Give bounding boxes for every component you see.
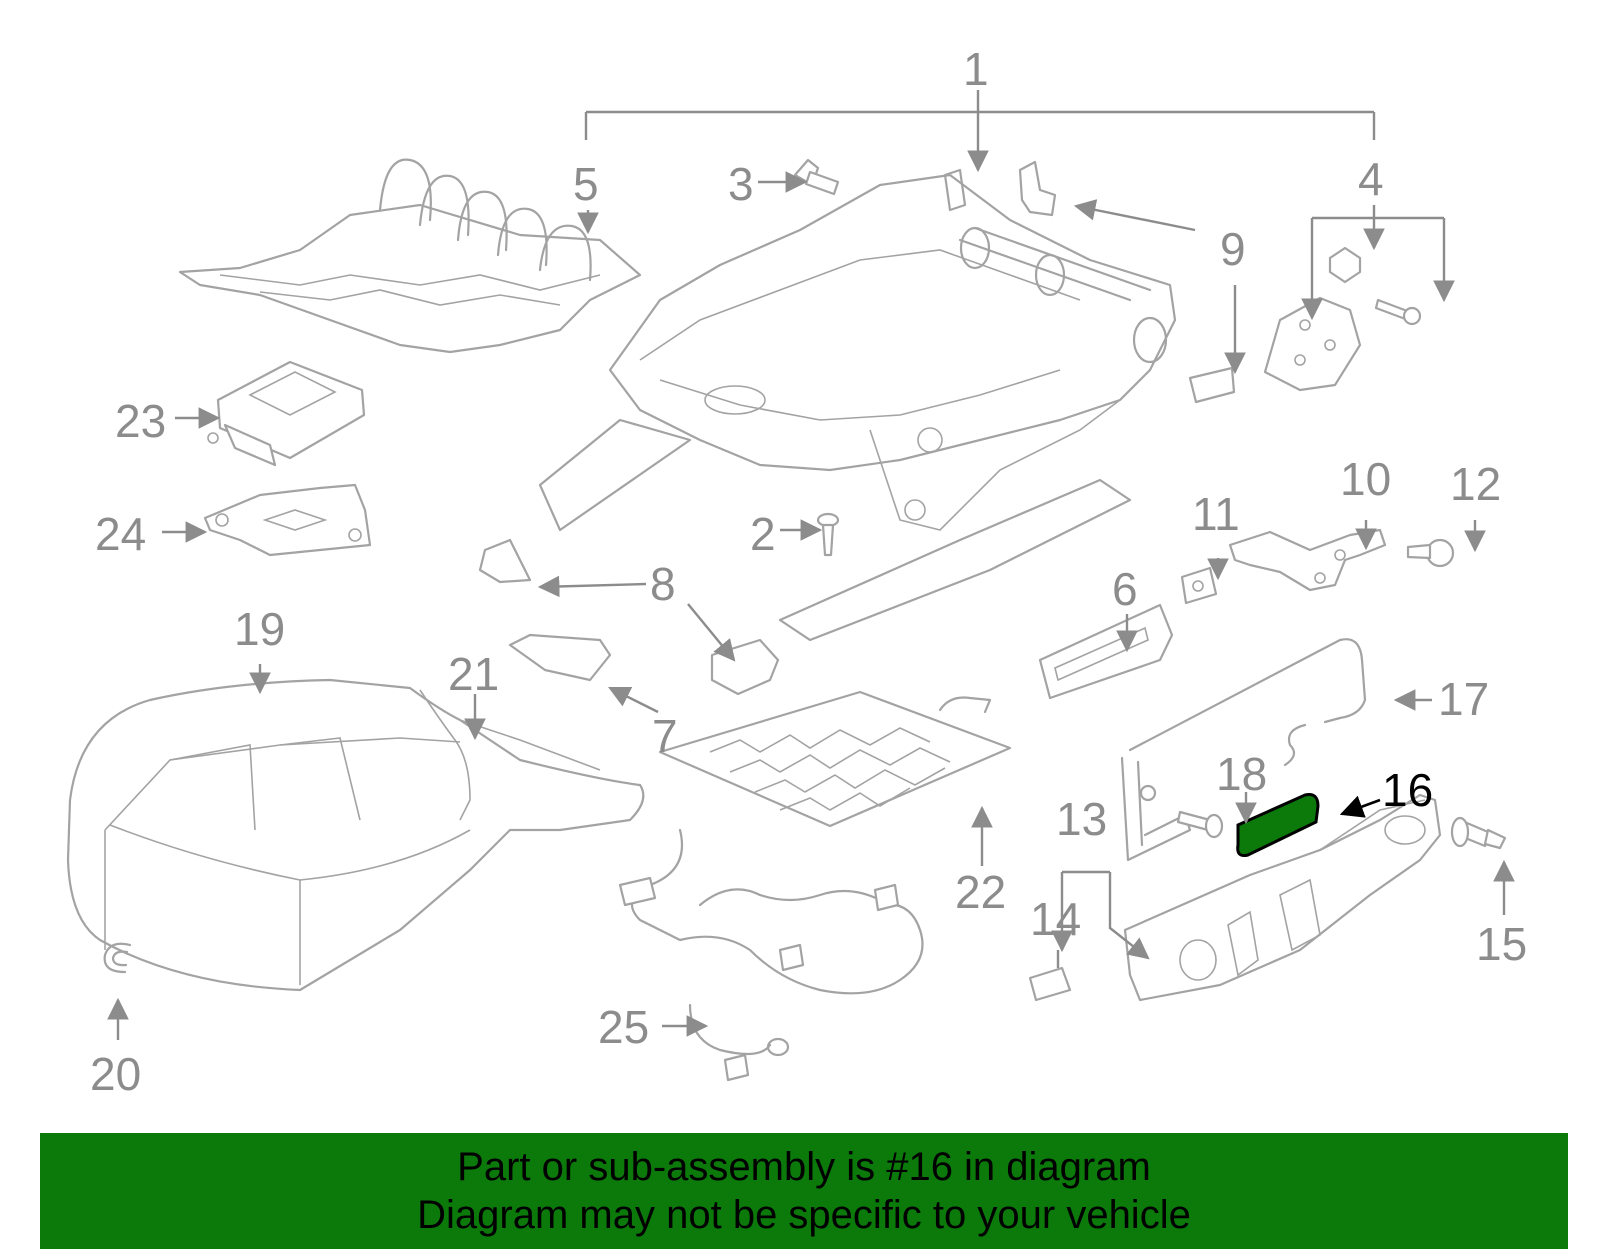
callout-7: 7 [652,710,678,762]
part-19-cushion-cover [66,678,645,992]
callout-18: 18 [1216,748,1267,800]
info-banner: Part or sub-assembly is #16 in diagram D… [40,1133,1568,1249]
callout-20: 20 [90,1048,141,1100]
part-23-control-module [207,360,366,467]
callout-6: 6 [1112,563,1138,615]
part-3-bolt [793,158,840,196]
part-15-push-pin [1450,816,1507,850]
part-16-switch-knob-highlight [1236,793,1320,857]
callout-25: 25 [598,1001,649,1053]
callout-17: 17 [1438,673,1489,725]
banner-line-2: Diagram may not be specific to your vehi… [417,1193,1191,1237]
part-7-cover [508,633,612,682]
callout-2: 2 [750,508,776,560]
callout-8: 8 [650,558,676,610]
callout-numbers: 1 2 3 4 5 6 7 8 9 10 11 12 13 14 15 16 1… [90,43,1527,1100]
part-25-wiring-harness [618,828,924,1082]
callout-21: 21 [448,648,499,700]
callout-11: 11 [1192,488,1240,540]
callout-5: 5 [573,158,599,210]
part-22-heater-pad [658,690,1012,828]
part-11-nut [1180,566,1218,605]
callout-1: 1 [963,43,989,95]
callout-24: 24 [95,508,146,560]
callout-19: 19 [234,603,285,655]
part-20-clip-ring [103,942,132,974]
part-6-trim-panel [1038,603,1174,700]
part-12-bolt [1406,538,1455,568]
part-18-screw [1176,810,1224,839]
banner-line-1: Part or sub-assembly is #16 in diagram [457,1145,1151,1189]
part-14-clip [1028,966,1072,1002]
part-17-wire-frame [1120,638,1367,862]
part-10-bracket [1228,528,1387,592]
leader-lines [107,90,1515,1040]
part-4-hinge-cover [1263,246,1422,392]
callout-10: 10 [1340,453,1391,505]
callout-22: 22 [955,866,1006,918]
part-24-bracket [203,483,372,557]
callout-23: 23 [115,395,166,447]
callout-16: 16 [1382,764,1433,816]
part-1-seat-frame [538,168,1177,642]
part-2-screw [816,512,840,557]
callout-12: 12 [1450,458,1501,510]
callout-13: 13 [1056,793,1107,845]
callout-9: 9 [1220,223,1246,275]
part-8-clips [478,538,780,696]
part-5-spring-mat [178,158,642,354]
part-9-clip [1018,160,1236,404]
callout-3: 3 [728,158,754,210]
callout-15: 15 [1476,918,1527,970]
part-13-side-panel [1123,793,1442,1002]
callout-14: 14 [1030,893,1081,945]
callout-4: 4 [1358,153,1384,205]
